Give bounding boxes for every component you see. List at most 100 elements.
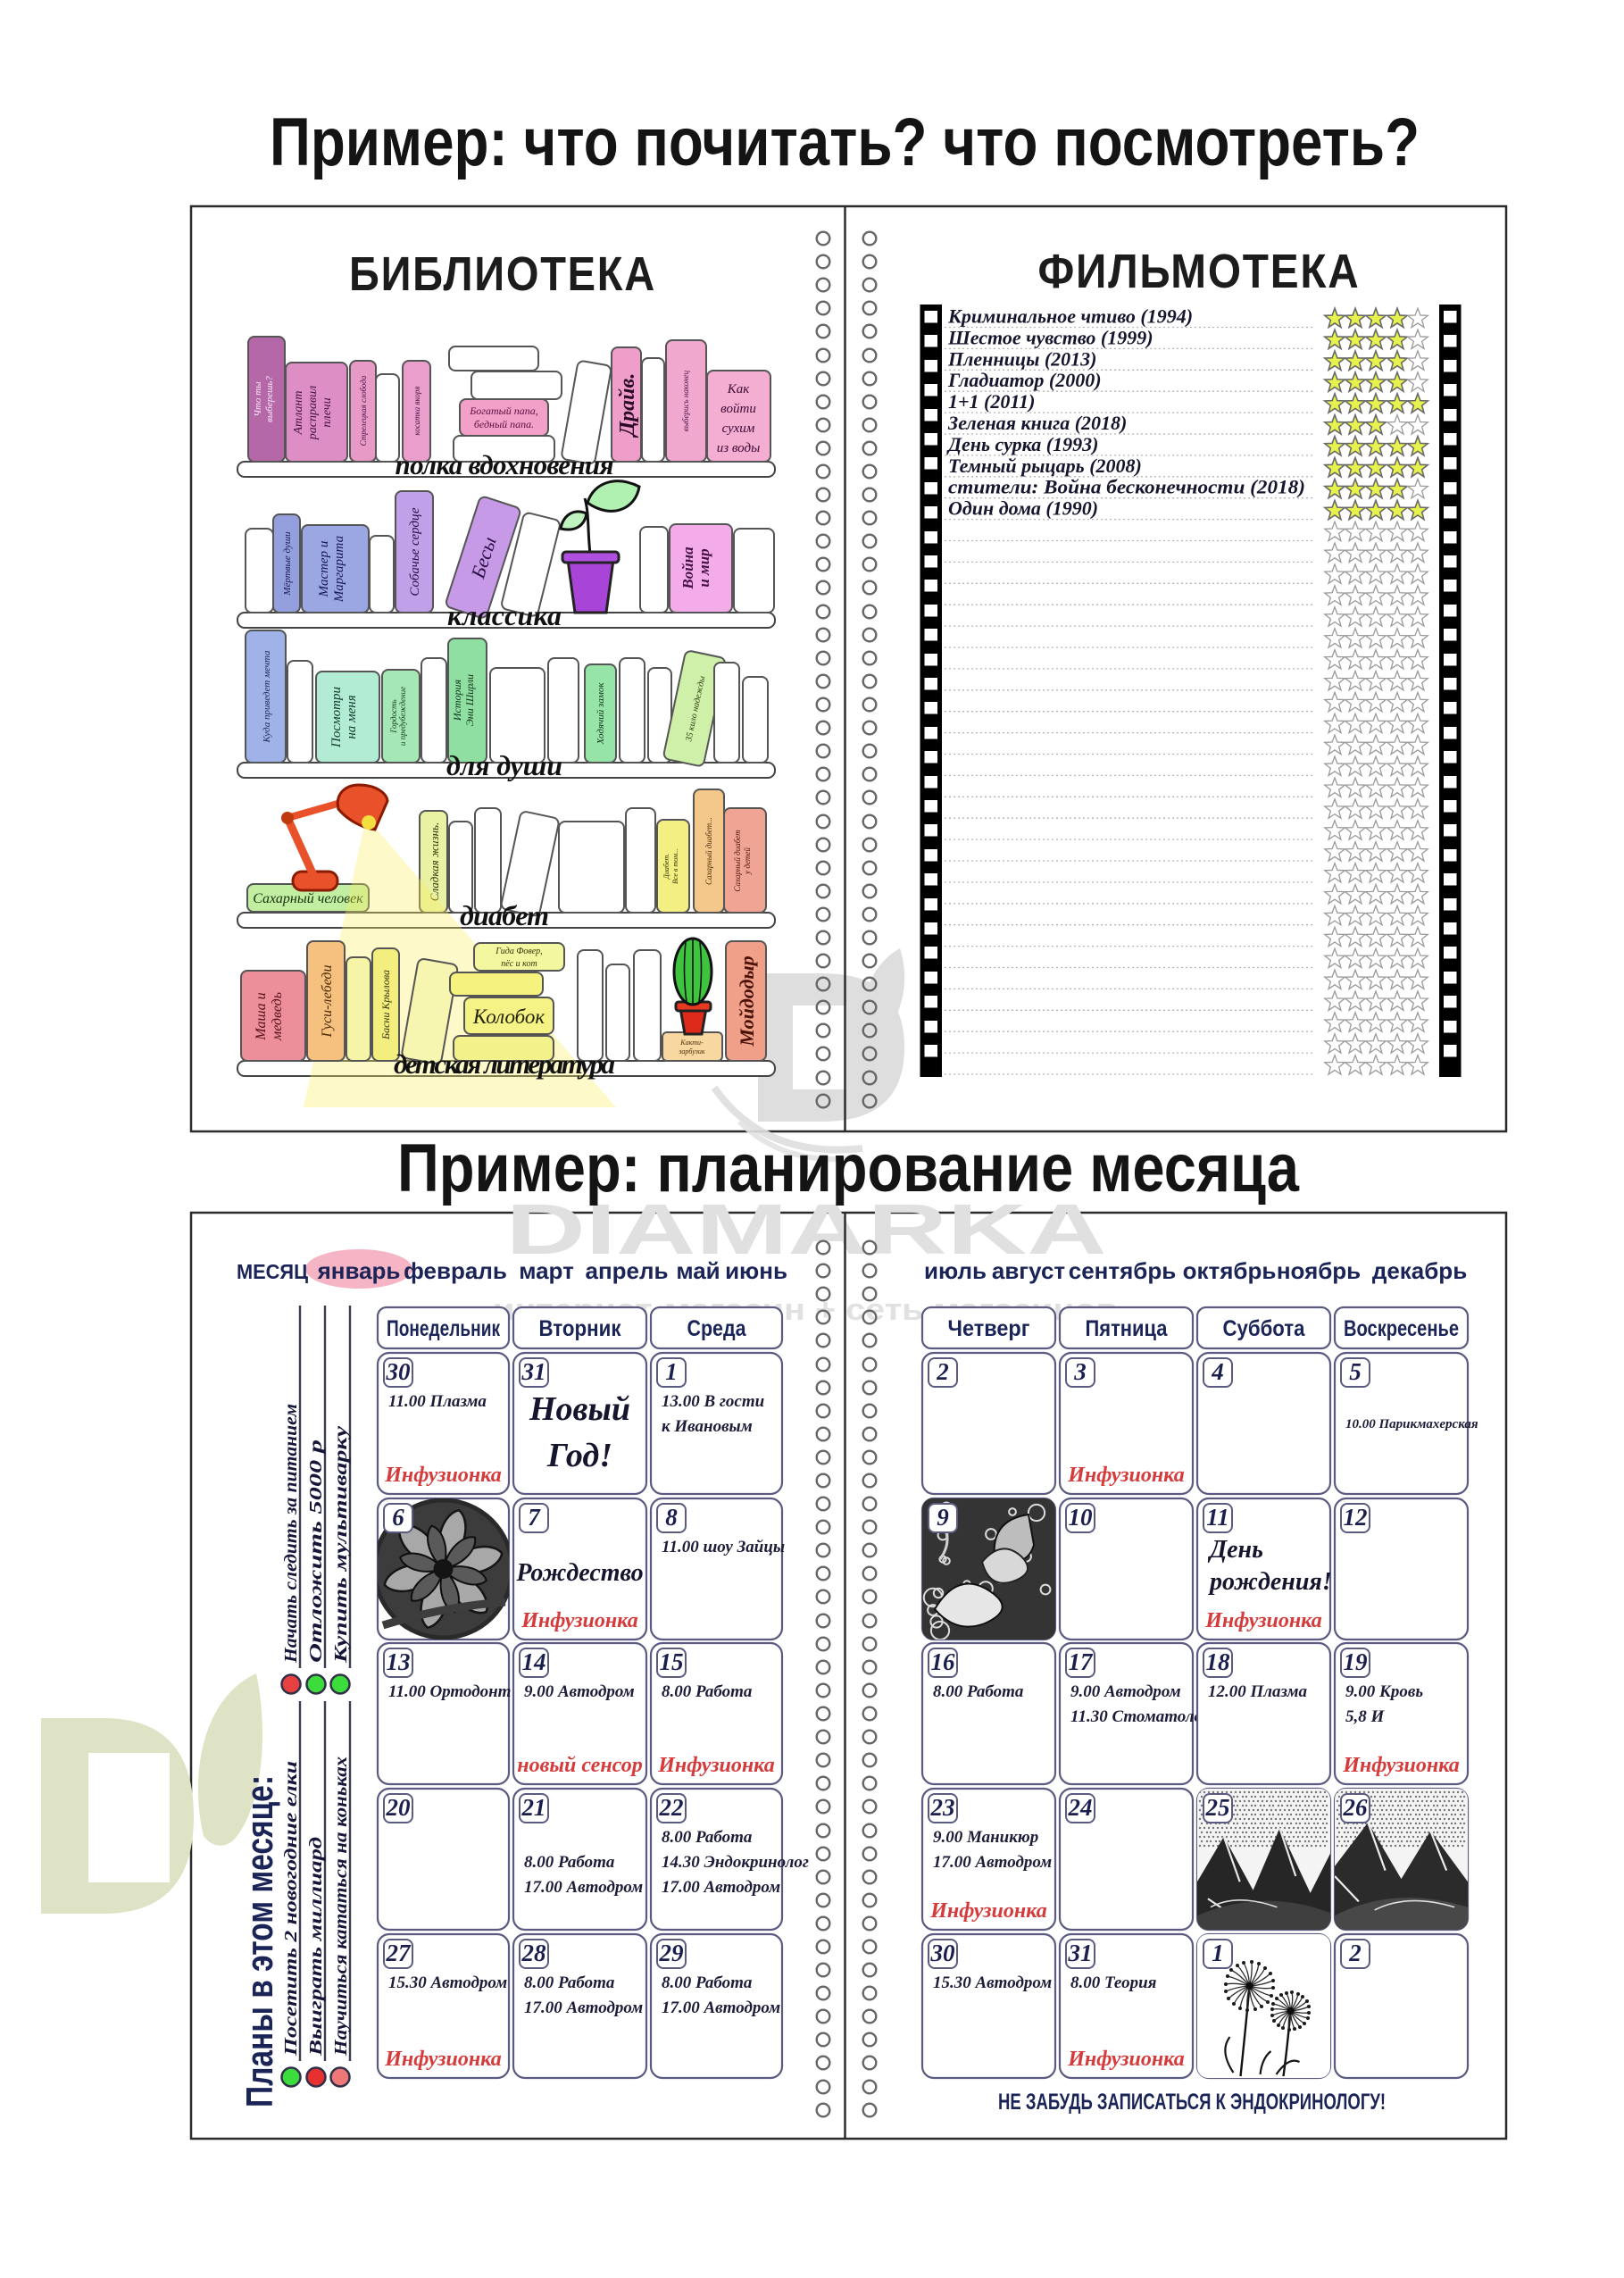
svg-text:Шестое чувство (1999): Шестое чувство (1999) xyxy=(947,326,1153,348)
svg-text:1+1 (2011): 1+1 (2011) xyxy=(948,390,1035,413)
svg-text:классика: классика xyxy=(447,599,562,631)
svg-text:20: 20 xyxy=(386,1794,412,1821)
svg-text:Инфузионка: Инфузионка xyxy=(384,1464,502,1487)
svg-text:8.00 Работа: 8.00 Работа xyxy=(662,1828,753,1847)
svg-text:Инфузионка: Инфузионка xyxy=(521,1609,638,1632)
svg-text:ФИЛЬМОТЕКА: ФИЛЬМОТЕКА xyxy=(1038,245,1361,298)
svg-text:Криминальное чтиво (1994): Криминальное чтиво (1994) xyxy=(947,305,1193,328)
svg-text:Маргарита: Маргарита xyxy=(332,536,346,603)
svg-text:Сахарный человек: Сахарный человек xyxy=(253,891,363,906)
svg-text:февраль: февраль xyxy=(404,1257,507,1284)
svg-text:Гида Фовер,: Гида Фовер, xyxy=(495,947,542,956)
svg-text:Четверг: Четверг xyxy=(948,1316,1030,1341)
svg-text:Инфузионка: Инфузионка xyxy=(1067,1464,1185,1487)
svg-text:4: 4 xyxy=(1211,1358,1224,1385)
svg-text:17.00 Автодром: 17.00 Автодром xyxy=(933,1853,1052,1872)
svg-text:стители: Война бесконечности (: стители: Война бесконечности (2018) xyxy=(948,476,1305,498)
svg-text:диабет: диабет xyxy=(460,899,549,931)
svg-text:Посмотри: Посмотри xyxy=(329,687,344,748)
svg-text:Все в том...: Все в том... xyxy=(671,848,679,884)
svg-text:8.00 Работа: 8.00 Работа xyxy=(524,1973,615,1992)
svg-text:23: 23 xyxy=(930,1794,955,1821)
svg-text:8.00 Теория: 8.00 Теория xyxy=(1070,1973,1157,1992)
svg-text:17.00 Автодром: 17.00 Автодром xyxy=(524,1998,643,2017)
svg-text:13: 13 xyxy=(387,1648,411,1675)
svg-text:28: 28 xyxy=(521,1940,547,1966)
svg-text:Один дома (1990): Один дома (1990) xyxy=(948,497,1098,520)
svg-text:пёс и кот: пёс и кот xyxy=(501,959,537,969)
svg-text:6: 6 xyxy=(392,1504,404,1531)
svg-text:9: 9 xyxy=(937,1504,949,1531)
svg-text:Темный рыцарь (2008): Темный рыцарь (2008) xyxy=(948,455,1142,477)
svg-text:25: 25 xyxy=(1205,1794,1230,1821)
svg-text:косатка якоря: косатка якоря xyxy=(412,387,421,436)
svg-text:Колобок: Колобок xyxy=(472,1005,545,1028)
svg-text:из воды: из воды xyxy=(717,441,760,455)
svg-text:15.30 Автодром: 15.30 Автодром xyxy=(933,1973,1052,1992)
svg-text:бедный папа.: бедный папа. xyxy=(474,418,534,430)
svg-text:Планы в этом месяце:: Планы в этом месяце: xyxy=(238,1775,280,2107)
svg-text:17: 17 xyxy=(1069,1648,1095,1675)
svg-text:Мойдодыр: Мойдодыр xyxy=(736,955,758,1047)
svg-text:9.00 Автодром: 9.00 Автодром xyxy=(524,1682,635,1701)
svg-text:плечи: плечи xyxy=(321,397,334,427)
svg-text:11: 11 xyxy=(1206,1504,1229,1531)
svg-text:детская литература: детская литература xyxy=(394,1048,615,1080)
svg-text:12: 12 xyxy=(1344,1504,1368,1531)
svg-text:30: 30 xyxy=(386,1358,412,1385)
svg-text:Сахарный диабет...: Сахарный диабет... xyxy=(704,817,713,885)
svg-text:декабрь: декабрь xyxy=(1372,1257,1467,1284)
svg-text:15: 15 xyxy=(660,1648,684,1675)
svg-text:октябрь: октябрь xyxy=(1183,1257,1277,1284)
svg-text:зарбузик: зарбузик xyxy=(678,1047,705,1056)
svg-text:11.00 Ортодонт: 11.00 Ортодонт xyxy=(388,1682,511,1701)
svg-text:новый сенсор: новый сенсор xyxy=(517,1754,642,1777)
svg-text:Суббота: Суббота xyxy=(1223,1316,1306,1341)
svg-text:История: История xyxy=(451,679,463,722)
svg-text:26: 26 xyxy=(1343,1794,1369,1821)
svg-text:DIAMARKA: DIAMARKA xyxy=(506,1189,1107,1269)
svg-text:11.00 шоу Зайцы: 11.00 шоу Зайцы xyxy=(662,1538,785,1556)
svg-text:Война: Война xyxy=(679,547,696,590)
svg-text:март: март xyxy=(519,1257,574,1284)
svg-text:НЕ ЗАБУДЬ ЗАПИСАТЬСЯ К ЭНДОКРИ: НЕ ЗАБУДЬ ЗАПИСАТЬСЯ К ЭНДОКРИНОЛОГУ! xyxy=(998,2090,1386,2115)
svg-text:5: 5 xyxy=(1349,1358,1362,1385)
svg-text:Мастер и: Мастер и xyxy=(317,541,331,598)
svg-text:январь: январь xyxy=(317,1257,401,1284)
svg-text:Басни Крылова: Басни Крылова xyxy=(379,970,392,1040)
svg-text:17.00 Автодром: 17.00 Автодром xyxy=(662,1998,780,2017)
svg-text:Отложить 5000 р: Отложить 5000 р xyxy=(306,1439,326,1663)
svg-text:8.00 Работа: 8.00 Работа xyxy=(933,1682,1024,1701)
svg-text:Инфузионка: Инфузионка xyxy=(384,2048,502,2071)
svg-text:Маша и: Маша и xyxy=(254,992,269,1040)
svg-text:Гордость: Гордость xyxy=(389,699,398,733)
svg-text:Ходячий замок: Ходячий замок xyxy=(595,682,606,746)
svg-text:Собачье сердце: Собачье сердце xyxy=(408,507,422,597)
svg-text:11.00 Плазма: 11.00 Плазма xyxy=(388,1392,487,1411)
svg-text:29: 29 xyxy=(659,1940,685,1966)
svg-text:Понедельник: Понедельник xyxy=(387,1316,500,1341)
svg-text:9.00 Кровь: 9.00 Кровь xyxy=(1345,1682,1423,1701)
svg-text:медведь: медведь xyxy=(270,992,285,1041)
svg-text:Вторник: Вторник xyxy=(539,1316,621,1341)
svg-text:31: 31 xyxy=(1068,1940,1093,1966)
svg-text:июнь: июнь xyxy=(725,1257,787,1284)
svg-text:Инфузионка: Инфузионка xyxy=(1342,1754,1460,1777)
svg-text:31: 31 xyxy=(521,1358,546,1385)
svg-text:Начать следить за питанием: Начать следить за питанием xyxy=(281,1404,301,1664)
svg-text:МЕСЯЦ: МЕСЯЦ xyxy=(237,1260,308,1283)
svg-text:Купить мультиварку: Купить мультиварку xyxy=(331,1426,351,1665)
svg-text:Пленницы (2013): Пленницы (2013) xyxy=(947,347,1096,370)
svg-text:полка вдохновения: полка вдохновения xyxy=(396,449,614,480)
svg-text:сентябрь: сентябрь xyxy=(1069,1257,1176,1284)
svg-text:Гуси-лебеди: Гуси-лебеди xyxy=(320,964,335,1038)
svg-text:22: 22 xyxy=(659,1794,684,1821)
svg-text:Куда приведет мечта: Куда приведет мечта xyxy=(262,650,272,744)
svg-text:Новый: Новый xyxy=(529,1390,630,1428)
svg-text:21: 21 xyxy=(521,1794,546,1821)
svg-text:5,8 И: 5,8 И xyxy=(1345,1707,1386,1726)
svg-text:БИБЛИОТЕКА: БИБЛИОТЕКА xyxy=(349,247,656,301)
svg-text:3: 3 xyxy=(1073,1358,1087,1385)
svg-text:Какти-: Какти- xyxy=(679,1039,704,1047)
svg-text:Сладкая жизнь.: Сладкая жизнь. xyxy=(428,822,441,901)
